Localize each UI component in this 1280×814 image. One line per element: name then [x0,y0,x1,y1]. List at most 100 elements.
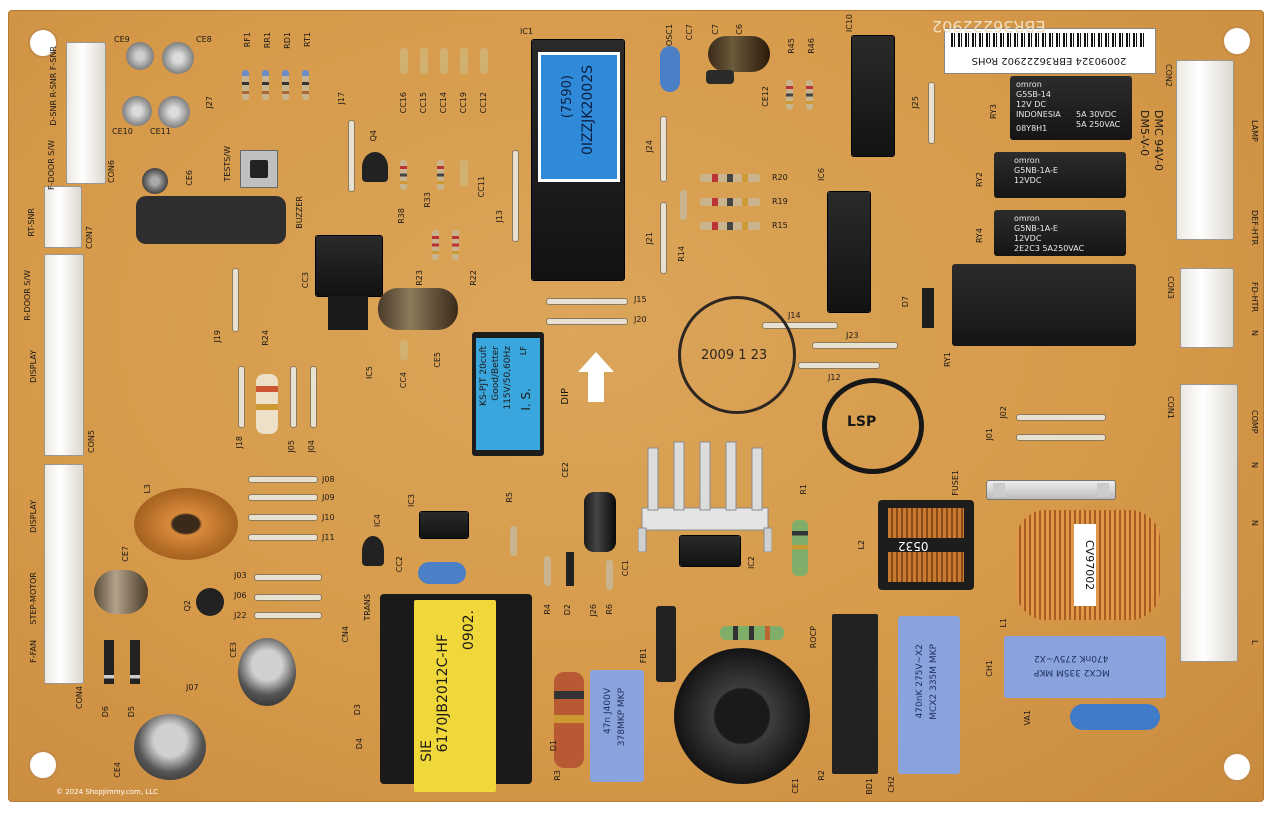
resistor-r33 [437,160,444,190]
silk-ce9: CE9 [114,35,130,44]
silk-j18: J18 [235,436,244,449]
relay-ry2-line3: 12VDC [1014,176,1042,185]
resistor-r19 [700,198,760,206]
silk-j15: J15 [634,295,647,304]
cap-ch2-line2: MCX2 335M MKP [929,644,939,720]
relay-ry2-line2: G5NB-1A-E [1014,166,1058,175]
silk-l1: L1 [999,618,1008,628]
relay-ry3-line1: omron [1016,80,1042,89]
silk-j11: J11 [322,533,335,542]
silk-cc7: CC7 [685,24,694,41]
silk-q4: Q4 [369,130,378,142]
silk-step-motor: STEP-MOTOR [29,572,38,625]
varistor-va1 [1070,704,1160,730]
silk-r33: R33 [423,192,432,208]
transformer-line1: 6170JB2012C-HF [435,634,451,753]
silk-rf1: RF1 [243,32,252,48]
silk-def-htr: DEF-HTR [1250,210,1259,246]
silk-ce7: CE7 [121,546,130,562]
silk-comp: COMP [1250,410,1259,434]
silk-r4: R4 [543,604,552,615]
silk-j07: J07 [186,683,199,692]
jumper-j22 [254,612,322,619]
silk-r46: R46 [807,38,816,54]
relay-ry3-line7: 08Y8H1 [1016,124,1048,133]
silk-d2: D2 [563,604,572,616]
relay-ry4-line3: 12VDC [1014,234,1042,243]
silk-ic4: IC4 [373,514,382,528]
dip-arrow-icon [578,352,614,402]
ic1-sticker: 0IZZJK2002S (7590) [538,52,620,182]
mounting-hole-bottom-right [1222,752,1252,782]
resistor-r15 [700,222,760,230]
resistor-rr1 [262,70,269,100]
resistor-r24 [256,374,278,434]
capacitor-ch2: 470nK 275V~X2 MCX2 335M MKP [898,616,960,774]
silk-cc15: CC15 [419,92,428,114]
resistor-rt1 [302,70,309,100]
jumper-j10 [248,514,318,521]
kc-label-line1: KS-PJT 20cuft [479,346,489,406]
silk-d3: D3 [353,704,362,716]
kc-label-line5: LF [519,346,528,356]
test-switch [240,150,278,188]
silk-fd-htr: FD-HTR [1250,282,1259,313]
silk-cc12: CC12 [479,92,488,114]
diode-d6 [104,640,114,684]
capacitor-cc14 [440,48,448,74]
capacitor-cc15 [420,48,428,74]
mounting-hole-top-right [1222,26,1252,56]
ic5-tab [328,296,368,330]
capacitor-ce3 [238,638,296,706]
silk-r24: R24 [261,330,270,346]
silk-r19: R19 [772,197,788,206]
jumper-j02 [1016,434,1106,441]
relay-ry1 [952,264,1136,346]
jumper-j09 [248,494,318,501]
jumper-j25 [928,82,935,144]
silk-rt1: RT1 [303,32,312,47]
stamp1-date: 2009 1 23 [701,348,768,363]
silk-ce8: CE8 [196,35,212,44]
capacitor-ce12 [706,70,734,84]
silk-tests-w: TESTS/W [223,146,232,182]
silk-r2: R2 [817,770,826,781]
jumper-j15 [546,298,628,305]
ic4-transistor [362,536,384,566]
connector-con4 [44,464,84,684]
silk-lamp: LAMP [1250,120,1259,142]
inspection-stamp-date: 2009 1 23 [678,296,796,414]
silk-rd1: RD1 [283,32,292,49]
resistor-r23 [432,230,439,260]
silk-ry2: RY2 [975,172,984,188]
silk-con5: CON5 [87,430,96,453]
silk-va1: VA1 [1023,710,1032,726]
jumper-j21 [660,202,667,274]
buzzer [136,196,286,244]
inductor-l1-label: CV97002 [1074,524,1096,606]
relay-ry2: omron G5NB-1A-E 12VDC [994,152,1126,198]
relay-ry3-line2: G5SB-14 [1016,90,1051,99]
silk-q2: Q2 [183,600,192,612]
silk-c6: C6 [735,24,744,35]
silk-c7: C7 [711,24,720,35]
bridge-rectifier-bd1 [832,614,878,774]
silk-l2: L2 [857,540,866,550]
inductor-l2: 0532 [878,500,974,590]
silk-f-fan: F-FAN [29,640,38,663]
ic3-optocoupler [420,512,468,538]
ic5-regulator [316,236,382,296]
capacitor-ce11 [158,96,190,128]
oscillator-osc1 [660,46,680,92]
silk-ry1: RY1 [943,352,952,368]
silk-j02: J02 [999,406,1008,419]
silk-r15: R15 [772,221,788,230]
silk-j12: J12 [828,373,841,382]
silk-j24: J24 [645,140,654,153]
silk-ch1: CH1 [985,660,994,677]
silk-r20: R20 [772,173,788,182]
cap-ch1-line2: MCX2 335M MKP [1034,667,1110,677]
ferrite-bead-fb1 [656,606,676,682]
fuse1 [986,480,1116,500]
silk-display-1: DISPLAY [29,350,38,383]
